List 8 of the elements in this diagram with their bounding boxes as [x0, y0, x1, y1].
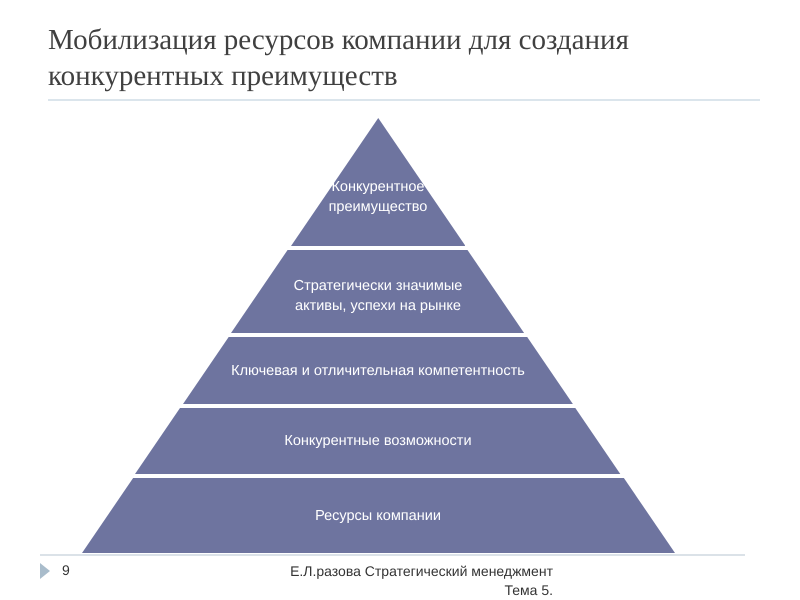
slide-title: Мобилизация ресурсов компании для создания конкурентных преимуществ	[48, 23, 630, 94]
level-label: Стратегически значимые активы, успехи на рынке	[294, 278, 462, 314]
level-label: Ресурсы компании	[315, 508, 441, 524]
page-number: 9	[62, 562, 70, 578]
level-label: Конкурентные возможности	[284, 433, 472, 449]
level-label: Конкурентное преимущество	[328, 179, 428, 216]
level-label: Ключевая и отличительная компетентность	[231, 362, 525, 378]
footer-text: Е.Л.разова Стратегический менеджмент Тема 5.	[289, 562, 553, 600]
